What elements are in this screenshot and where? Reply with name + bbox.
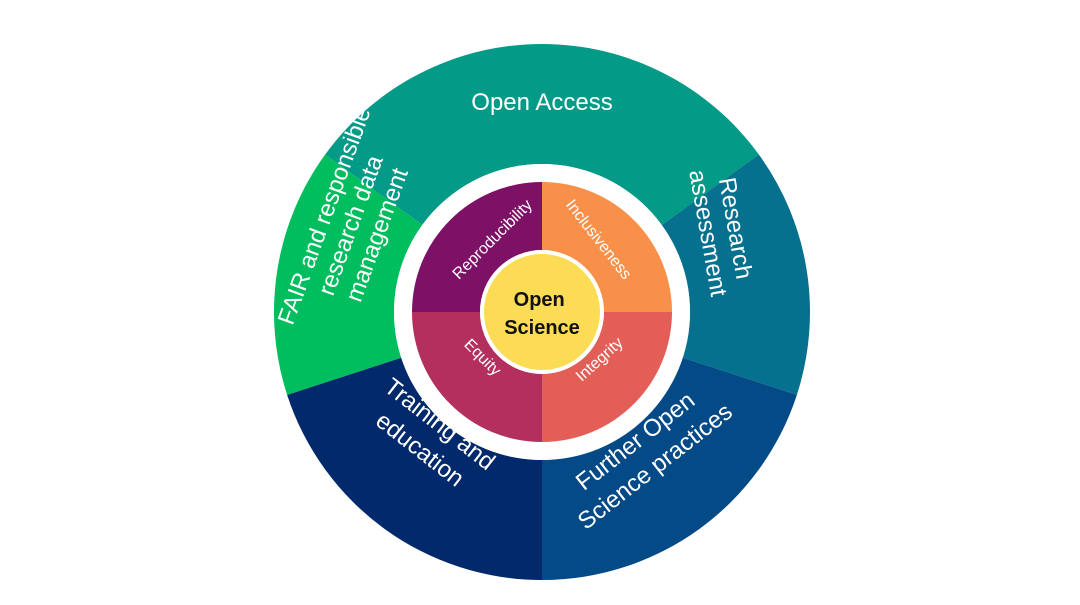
inner-segment-reproducibility bbox=[412, 182, 542, 312]
outer-segment-research-assessment bbox=[661, 154, 810, 395]
outer-segment-further-open-science-practices bbox=[542, 357, 797, 580]
inner-ring bbox=[412, 182, 672, 442]
inner-segment-inclusiveness bbox=[542, 182, 672, 312]
outer-label-open-access: Open Access bbox=[471, 89, 612, 116]
outer-segment-fair-data-management bbox=[274, 154, 423, 395]
outer-segment-open-access bbox=[325, 44, 759, 226]
core-circle bbox=[484, 254, 600, 370]
core-label-open-science: Open Science bbox=[504, 289, 580, 339]
outer-ring bbox=[274, 44, 810, 580]
core-label-line-1: Open bbox=[514, 289, 565, 311]
inner-segment-equity bbox=[412, 312, 542, 442]
outer-label-line: Open Access bbox=[471, 89, 612, 116]
inner-segment-integrity bbox=[542, 312, 672, 442]
outer-segment-training-and-education bbox=[287, 357, 542, 580]
core-label-line-2: Science bbox=[504, 317, 580, 339]
